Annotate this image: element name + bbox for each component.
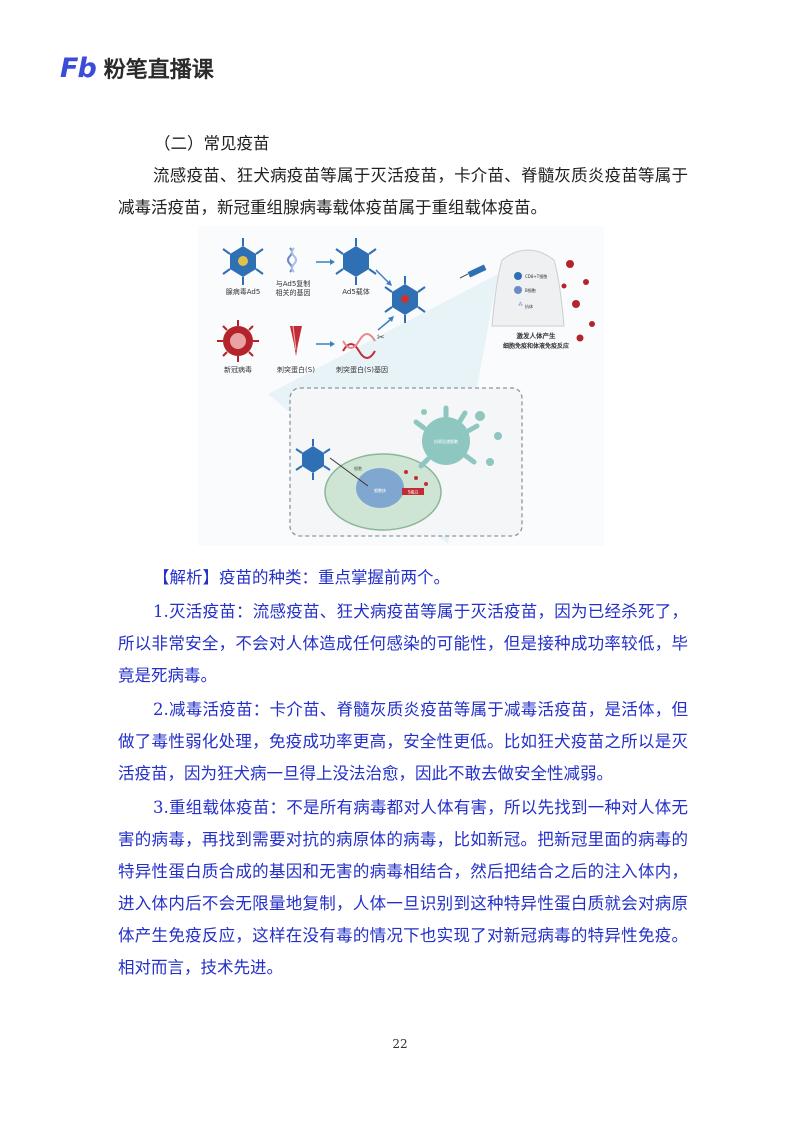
brand-name: 粉笔直播课 — [103, 58, 214, 83]
virus-particles — [561, 260, 595, 342]
label-antibody: 抗体 — [525, 303, 533, 309]
label-cd8: CD8+T细胞 — [525, 273, 547, 279]
label-gene-copy-2: 相关的基因 — [276, 288, 311, 297]
adenovirus-icon — [222, 238, 264, 285]
label-cell: 细胞 — [354, 465, 362, 471]
section-title-text: （二）常见疫苗 — [154, 134, 270, 153]
intro-text: 流感疫苗、狂犬病疫苗等属于灭活疫苗，卡介苗、脊髓灰质炎疫苗等属于减毒活疫苗，新冠… — [118, 166, 688, 217]
analysis-item-2: 2.减毒活疫苗：卡介苗、脊髓灰质炎疫苗等属于减毒活疫苗，是活体，但做了毒性弱化处… — [118, 700, 688, 783]
label-covid: 新冠病毒 — [224, 365, 252, 374]
analysis-item-3: 3.重组载体疫苗：不是所有病毒都对人体有害，所以先找到一种对人体无害的病毒，再找… — [118, 798, 688, 977]
svg-text:✂: ✂ — [377, 333, 385, 343]
analysis-section: 【解析】疫苗的种类：重点掌握前两个。 1.灭活疫苗：流感疫苗、狂犬病疫苗等属于灭… — [118, 562, 688, 984]
syringe-icon — [459, 264, 487, 279]
label-nucleus: 细胞核 — [374, 487, 386, 493]
intro-paragraph: 流感疫苗、狂犬病疫苗等属于灭活疫苗，卡介苗、脊髓灰质炎疫苗等属于减毒活疫苗，新冠… — [118, 160, 688, 224]
analysis-item-1: 1.灭活疫苗：流感疫苗、狂犬病疫苗等属于灭活疫苗，因为已经杀死了，所以非常安全，… — [118, 602, 688, 685]
label-bcell: B细胞 — [525, 287, 536, 293]
recombinant-vector-icon — [384, 276, 426, 323]
antigen-presenting-cell: 抗原呈递细胞 — [413, 405, 480, 469]
human-silhouette-icon: CD8+T细胞 B细胞 ⁂ 抗体 — [491, 249, 565, 327]
label-spike-gene: 刺突蛋白(S)基因 — [336, 365, 388, 374]
label-apc: 抗原呈递细胞 — [434, 438, 458, 444]
inset-ad5-icon — [295, 439, 331, 480]
covid-virus-icon — [217, 320, 259, 362]
page-number: 22 — [392, 1037, 408, 1051]
label-response-2: 细胞免疫和体液免疫反应 — [503, 342, 569, 350]
label-vector: Ad5载体 — [342, 287, 370, 296]
label-spike-protein: S蛋白 — [408, 489, 419, 495]
ad5-vector-icon — [335, 238, 377, 285]
spike-protein-icon — [290, 325, 302, 356]
spike-gene-icon: ✂ — [342, 333, 385, 359]
label-response-1: 激发人体产生 — [517, 331, 557, 340]
label-spike: 刺突蛋白(S) — [277, 365, 315, 374]
small-cells — [421, 409, 502, 466]
svg-text:⁂: ⁂ — [518, 301, 523, 308]
label-adenovirus: 腺病毒Ad5 — [226, 287, 261, 296]
brand-header: Fb 粉笔直播课 — [60, 52, 214, 84]
host-cell: 细胞核 细胞 S蛋白 — [324, 453, 442, 531]
brand-logo: Fb — [60, 52, 97, 84]
vaccine-diagram: 腺病毒Ad5 与Ad5复制 相关的基因 Ad5载体 — [198, 226, 604, 546]
section-title: （二）常见疫苗 — [118, 128, 688, 160]
analysis-heading: 【解析】疫苗的种类：重点掌握前两个。 — [153, 568, 450, 587]
gene-strand-icon — [287, 247, 297, 273]
label-gene-copy-1: 与Ad5复制 — [276, 279, 311, 288]
